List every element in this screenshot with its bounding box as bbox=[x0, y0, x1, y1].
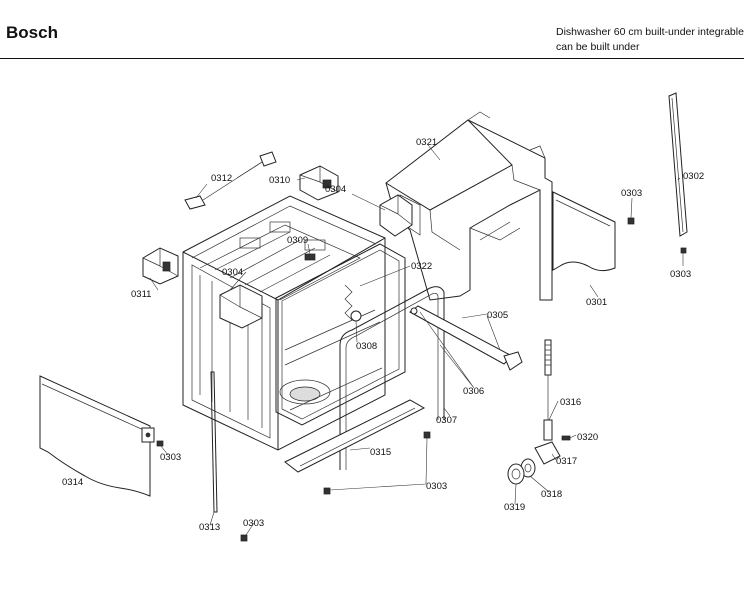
part-0312-clip bbox=[184, 151, 277, 210]
part-0305-rail bbox=[409, 305, 523, 371]
callout-0304-top: 0304 bbox=[325, 184, 346, 195]
model-description: Dishwasher 60 cm built-under integrable … bbox=[556, 25, 746, 55]
callout-0317: 0317 bbox=[556, 456, 577, 467]
part-0320-screw bbox=[561, 435, 571, 441]
part-0308-spring bbox=[344, 284, 362, 322]
callout-0303-left: 0303 bbox=[160, 452, 181, 463]
callout-0309: 0309 bbox=[287, 235, 308, 246]
callout-0307: 0307 bbox=[436, 415, 457, 426]
callout-0311: 0311 bbox=[131, 289, 151, 300]
part-0304-bracket-left bbox=[219, 284, 263, 329]
callout-0319: 0319 bbox=[504, 502, 525, 513]
part-0322-frame bbox=[275, 243, 406, 426]
callout-0312: 0312 bbox=[211, 173, 232, 184]
callout-0316: 0316 bbox=[560, 397, 581, 408]
part-0307-gasket bbox=[339, 286, 445, 470]
brand-title: Bosch bbox=[6, 23, 58, 42]
callout-0306: 0306 bbox=[463, 386, 484, 397]
callout-0321: 0321 bbox=[416, 137, 437, 148]
callout-0301: 0301 bbox=[586, 297, 607, 308]
callout-0308: 0308 bbox=[356, 341, 377, 352]
callout-0315: 0315 bbox=[370, 447, 391, 458]
callout-0303-bottom-left: 0303 bbox=[243, 518, 264, 529]
callout-0302: 0302 bbox=[683, 171, 704, 182]
callout-0305: 0305 bbox=[487, 310, 508, 321]
part-0321-housing-cover bbox=[385, 111, 553, 301]
callout-0303-bottom: 0303 bbox=[426, 481, 447, 492]
part-0311-hinge bbox=[142, 247, 179, 285]
callout-0313: 0313 bbox=[199, 522, 220, 533]
description-line-1: Dishwasher 60 cm built-under integrable bbox=[556, 26, 744, 38]
part-0310-bracket bbox=[299, 165, 339, 201]
callout-0318: 0318 bbox=[541, 489, 562, 500]
part-0301-side-panel bbox=[552, 191, 616, 272]
header-divider bbox=[0, 58, 744, 59]
callout-labels: 0321 0302 0312 0310 0304 0303 0309 0322 … bbox=[62, 137, 704, 533]
callout-0303-top-right: 0303 bbox=[621, 188, 642, 199]
callout-0314: 0314 bbox=[62, 477, 83, 488]
page-header: Bosch Dishwasher 60 cm built-under integ… bbox=[0, 0, 750, 62]
part-0315-sill bbox=[284, 399, 426, 473]
callout-0310: 0310 bbox=[269, 175, 290, 186]
part-0314-panel bbox=[39, 375, 155, 497]
callout-0303-right: 0303 bbox=[670, 269, 691, 280]
description-line-2: can be built under bbox=[556, 41, 640, 53]
part-0319-nut bbox=[507, 463, 525, 485]
callout-0304-left: 0304 bbox=[222, 267, 243, 278]
part-tub bbox=[182, 195, 386, 451]
callout-0322: 0322 bbox=[411, 261, 432, 272]
part-0302-strip bbox=[668, 92, 688, 237]
callout-0320: 0320 bbox=[577, 432, 598, 443]
part-0317-elbow bbox=[534, 441, 561, 465]
part-0304-bracket-top bbox=[379, 194, 413, 237]
part-0309-clip bbox=[304, 253, 316, 261]
leader-lines bbox=[149, 144, 684, 536]
part-0303-screws bbox=[156, 217, 687, 542]
part-0313-seal bbox=[210, 371, 218, 513]
part-0316-fill-tube bbox=[543, 339, 553, 441]
